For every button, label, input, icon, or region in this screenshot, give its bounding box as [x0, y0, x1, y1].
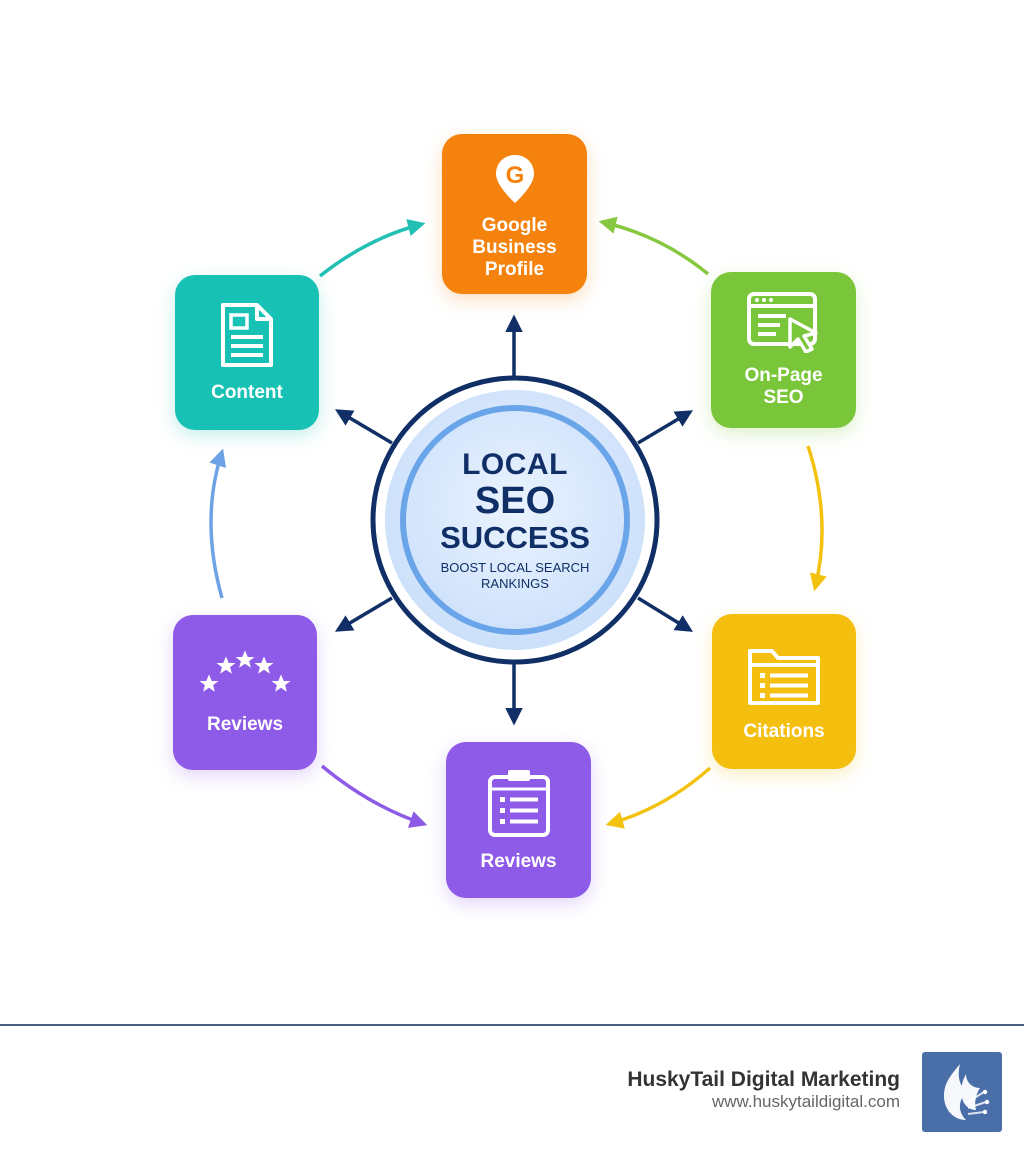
svg-text:G: G: [505, 162, 524, 189]
node-reviews-left: Reviews: [173, 615, 317, 770]
spoke-lower-left: [334, 596, 393, 632]
arrow-onpage-to-google: [598, 216, 710, 276]
spoke-upper-right: [637, 410, 694, 445]
brand-url[interactable]: www.huskytaildigital.com: [711, 1092, 900, 1111]
arrow-onpage-to-citations: [806, 445, 827, 592]
location-pin-g-icon: G: [495, 155, 534, 203]
footer-divider: [0, 1024, 1024, 1026]
node-content: Content: [175, 275, 319, 430]
brand-name: HuskyTail Digital Marketing: [627, 1068, 900, 1091]
center-glow: [385, 390, 645, 650]
node-label-reviews-left: Reviews: [206, 713, 284, 735]
node-reviews-bottom: Reviews: [446, 742, 591, 898]
node-on-page-seo: On-Page SEO: [711, 272, 856, 428]
center-title-success: SUCCESS: [440, 520, 590, 555]
center-title-local: LOCAL: [462, 448, 568, 481]
husky-flame-logo: [922, 1052, 1002, 1132]
stars-icon: [199, 650, 291, 692]
local-seo-diagram: LOCAL SEO SUCCESS BOOST LOCAL SEARCH RAN…: [173, 134, 856, 898]
node-citations: Citations: [712, 614, 856, 769]
arrow-reviews-to-content: [209, 448, 227, 599]
spoke-upper-left: [334, 409, 393, 445]
center-subtitle: BOOST LOCAL SEARCH RANKINGS: [440, 560, 590, 591]
center-title-seo: SEO: [474, 480, 556, 522]
spoke-lower-right: [637, 596, 693, 632]
arrow-reviews-to-reviews: [320, 764, 428, 828]
center-inner-ring: [400, 405, 630, 635]
footer: HuskyTail Digital Marketing www.huskytai…: [0, 1024, 1024, 1154]
node-label-google: Google Business Profile: [472, 215, 557, 280]
arrow-content-to-google: [318, 219, 426, 278]
node-google-business-profile: G Google Business Profile: [442, 134, 587, 294]
arrow-citations-to-reviews: [605, 766, 712, 829]
diagram-canvas: [209, 216, 827, 829]
document-icon: [221, 302, 273, 367]
folder-list-icon: [748, 648, 820, 705]
node-label-content: Content: [211, 381, 283, 403]
node-label-reviews-bottom: Reviews: [480, 851, 557, 872]
clipboard-list-icon: [487, 770, 550, 837]
node-label-on-page-seo: On-Page SEO: [744, 365, 823, 408]
browser-cursor-icon: [746, 292, 818, 353]
center-text: LOCAL SEO SUCCESS BOOST LOCAL SEARCH RAN…: [371, 376, 659, 664]
node-label-citations: Citations: [743, 720, 825, 742]
